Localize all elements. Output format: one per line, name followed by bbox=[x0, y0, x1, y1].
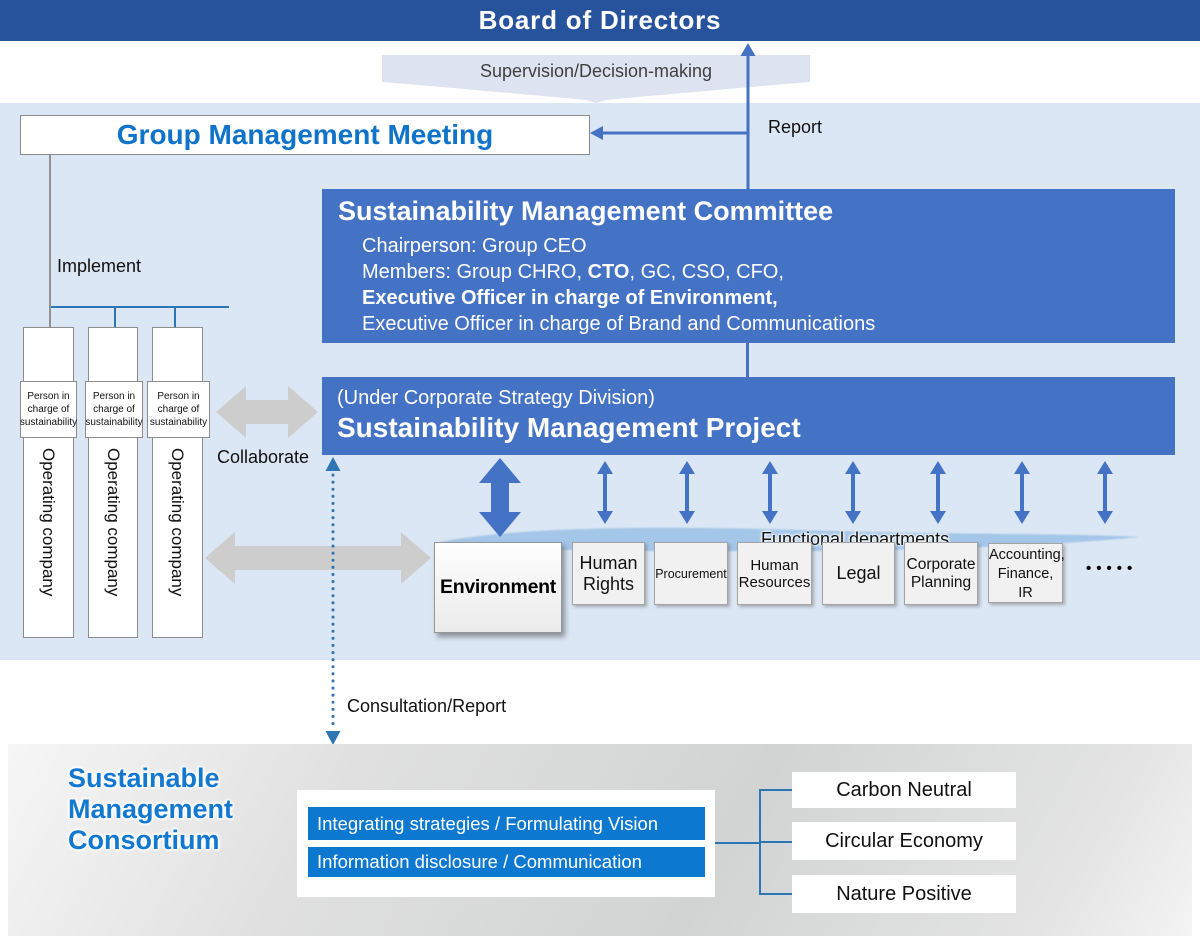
activity-integrating-strategies: Integrating strategies / Formulating Vis… bbox=[308, 807, 705, 840]
implement-tree-branch bbox=[49, 306, 229, 308]
bracket-vertical-line bbox=[759, 789, 761, 895]
operating-company-column-2 bbox=[88, 327, 138, 638]
consortium-title: Sustainable Management Consortium bbox=[68, 763, 234, 855]
consultation-report-label: Consultation/Report bbox=[347, 696, 507, 716]
project-environment-arrow bbox=[479, 458, 521, 537]
implement-tree-stub-3 bbox=[174, 306, 176, 328]
collaborate-arrow-lower bbox=[205, 532, 431, 584]
report-label: Report bbox=[768, 117, 823, 137]
more-departments-ellipsis: ••••• bbox=[1086, 560, 1138, 577]
project-department-arrow-5 bbox=[930, 461, 946, 524]
committee-title: Sustainability Management Committee bbox=[338, 196, 834, 226]
project-department-arrow-7 bbox=[1097, 461, 1113, 524]
project-department-arrow-4 bbox=[845, 461, 861, 524]
department-legal: Legal bbox=[822, 542, 895, 605]
operating-company-column-3 bbox=[152, 327, 203, 638]
collaborate-arrow-upper bbox=[216, 386, 318, 438]
committee-project-connector bbox=[746, 343, 749, 377]
operating-company-label-2: Operating company bbox=[104, 448, 123, 597]
committee-exec-brand: Executive Officer in charge of Brand and… bbox=[362, 313, 876, 335]
project-subtitle: (Under Corporate Strategy Division) bbox=[337, 387, 655, 409]
group-management-meeting-title: Group Management Meeting bbox=[116, 119, 494, 150]
activity-information-disclosure: Information disclosure / Communication bbox=[308, 847, 705, 877]
project-department-arrow-1 bbox=[597, 461, 613, 524]
sustainability-management-project-box: (Under Corporate Strategy Division) Sust… bbox=[322, 377, 1175, 455]
department-accounting-finance-ir: Accounting, Finance, IR bbox=[988, 543, 1065, 603]
bracket-stub-carbon bbox=[761, 789, 792, 791]
department-environment: Environment bbox=[434, 542, 562, 633]
operating-company-column-1 bbox=[23, 327, 74, 638]
operating-company-label-1: Operating company bbox=[39, 448, 58, 597]
board-of-directors-title: Board of Directors bbox=[478, 5, 722, 35]
bracket-stub-circular bbox=[761, 841, 792, 843]
theme-circular-economy: Circular Economy bbox=[792, 822, 1016, 860]
consultation-arrow bbox=[325, 457, 341, 745]
report-arrow-up bbox=[740, 43, 756, 190]
collaborate-label: Collaborate bbox=[217, 447, 310, 467]
department-procurement: Procurement bbox=[654, 542, 728, 605]
committee-chairperson: Chairperson: Group CEO bbox=[362, 235, 587, 257]
project-department-arrow-2 bbox=[679, 461, 695, 524]
board-of-directors-banner: Board of Directors bbox=[0, 0, 1200, 41]
project-title: Sustainability Management Project bbox=[337, 412, 801, 443]
implement-tree-stub-1 bbox=[49, 306, 51, 328]
implement-label: Implement bbox=[57, 256, 142, 276]
theme-nature-positive: Nature Positive bbox=[792, 875, 1016, 913]
bracket-stub-nature bbox=[761, 893, 792, 895]
report-arrow-left bbox=[590, 126, 748, 140]
department-corporate-planning: Corporate Planning bbox=[904, 542, 978, 605]
implement-tree-stub-2 bbox=[114, 306, 116, 328]
committee-members: Members: Group CHRO, CTO, GC, CSO, CFO, bbox=[362, 261, 784, 283]
person-in-charge-box-1: Person in charge of sustainability bbox=[20, 381, 77, 438]
implement-tree-trunk bbox=[49, 155, 51, 308]
theme-carbon-neutral: Carbon Neutral bbox=[792, 772, 1016, 808]
group-management-meeting-box: Group Management Meeting bbox=[20, 115, 590, 155]
bracket-main-line bbox=[715, 842, 760, 844]
project-department-arrow-6 bbox=[1014, 461, 1030, 524]
operating-company-label-3: Operating company bbox=[168, 448, 187, 597]
person-in-charge-box-2: Person in charge of sustainability bbox=[85, 381, 143, 438]
person-in-charge-box-3: Person in charge of sustainability bbox=[147, 381, 210, 438]
supervision-ribbon-shape bbox=[382, 55, 810, 103]
sustainability-management-committee-box: Sustainability Management Committee Chai… bbox=[322, 189, 1175, 343]
committee-exec-environment: Executive Officer in charge of Environme… bbox=[362, 287, 778, 309]
department-human-resources: Human Resources bbox=[737, 542, 812, 605]
supervision-ribbon: Supervision/Decision-making bbox=[382, 55, 810, 103]
department-human-rights: Human Rights bbox=[572, 542, 645, 605]
project-department-arrow-3 bbox=[762, 461, 778, 524]
supervision-label: Supervision/Decision-making bbox=[479, 61, 713, 81]
